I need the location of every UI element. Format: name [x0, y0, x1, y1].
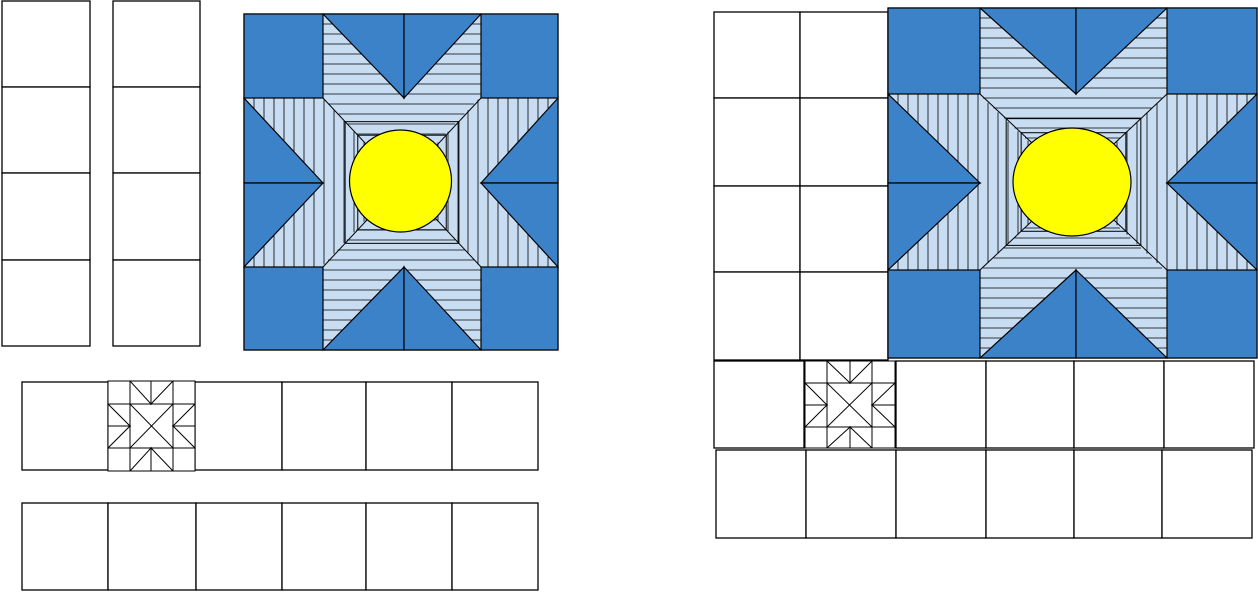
- blank-square: [714, 186, 800, 272]
- corner-square: [481, 267, 558, 350]
- corner-square: [481, 14, 558, 98]
- blank-row: [714, 361, 1254, 448]
- blank-square: [1162, 450, 1252, 538]
- blank-square: [896, 450, 986, 538]
- blank-square: [986, 361, 1074, 448]
- corner-square: [244, 14, 323, 98]
- corner-square: [1167, 270, 1257, 358]
- blank-square: [452, 382, 538, 470]
- blank-square: [282, 382, 366, 470]
- blank-square: [716, 450, 806, 538]
- mini-star-block: [108, 381, 195, 471]
- blank-column: [113, 1, 200, 346]
- blank-square: [113, 173, 200, 260]
- corner-square: [888, 270, 980, 358]
- blank-grid: [714, 12, 888, 360]
- blank-square: [195, 382, 282, 470]
- blank-square: [2, 260, 90, 346]
- corner-square: [173, 448, 195, 471]
- blank-square: [986, 450, 1074, 538]
- blank-square: [113, 260, 200, 346]
- star-block: [244, 14, 558, 350]
- blank-square: [366, 382, 452, 470]
- blank-square: [113, 87, 200, 173]
- blank-square: [1074, 450, 1162, 538]
- blank-square: [714, 12, 800, 98]
- blank-square: [806, 450, 896, 538]
- center-circle: [1013, 128, 1131, 236]
- corner-square: [108, 381, 130, 404]
- mini-star-block: [805, 361, 895, 448]
- corner-square: [888, 8, 980, 94]
- corner-square: [805, 361, 827, 383]
- blank-square: [714, 98, 800, 186]
- blank-square: [1164, 361, 1254, 448]
- blank-square: [800, 12, 888, 98]
- blank-square: [714, 361, 804, 448]
- corner-square: [173, 381, 195, 404]
- corner-square: [244, 267, 323, 350]
- blank-row: [22, 382, 538, 470]
- blank-square: [800, 272, 888, 360]
- blank-square: [1074, 361, 1164, 448]
- blank-square: [896, 361, 986, 448]
- blank-row: [22, 503, 538, 590]
- star-block: [888, 8, 1257, 358]
- corner-square: [108, 448, 130, 471]
- blank-column: [2, 1, 90, 346]
- blank-square: [282, 503, 366, 590]
- corner-square: [872, 427, 895, 448]
- blank-square: [196, 503, 282, 590]
- left-quilt-layout: [2, 1, 558, 590]
- right-quilt-layout: [714, 8, 1257, 538]
- corner-square: [805, 427, 827, 448]
- blank-square: [366, 503, 452, 590]
- blank-square: [108, 503, 196, 590]
- blank-square: [22, 503, 108, 590]
- blank-square: [113, 1, 200, 87]
- blank-row: [716, 450, 1252, 538]
- blank-square: [800, 98, 888, 186]
- blank-square: [714, 272, 800, 360]
- corner-square: [1167, 8, 1257, 94]
- blank-square: [2, 173, 90, 260]
- blank-square: [2, 87, 90, 173]
- blank-square: [22, 382, 108, 470]
- blank-square: [2, 1, 90, 87]
- center-circle: [350, 130, 452, 232]
- corner-square: [872, 361, 895, 383]
- blank-square: [452, 503, 538, 590]
- blank-square: [800, 186, 888, 272]
